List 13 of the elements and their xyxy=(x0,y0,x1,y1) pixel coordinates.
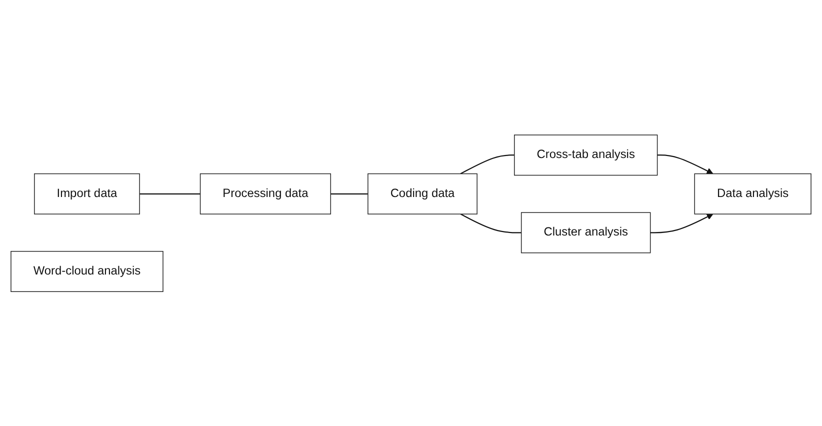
node-box: Processing data xyxy=(200,173,331,214)
node-box: Import data xyxy=(34,173,140,214)
node-box: Cluster analysis xyxy=(520,212,651,253)
connector xyxy=(330,193,368,194)
arrow xyxy=(650,213,714,233)
arrow xyxy=(657,154,714,174)
connector xyxy=(140,193,200,194)
node-box: Word-cloud analysis xyxy=(10,250,164,292)
node-box: Data analysis xyxy=(694,173,812,214)
node-box: Coding data xyxy=(368,173,478,214)
node-box: Cross-tab analysis xyxy=(514,134,658,176)
connector xyxy=(460,213,522,233)
connector xyxy=(460,154,514,174)
